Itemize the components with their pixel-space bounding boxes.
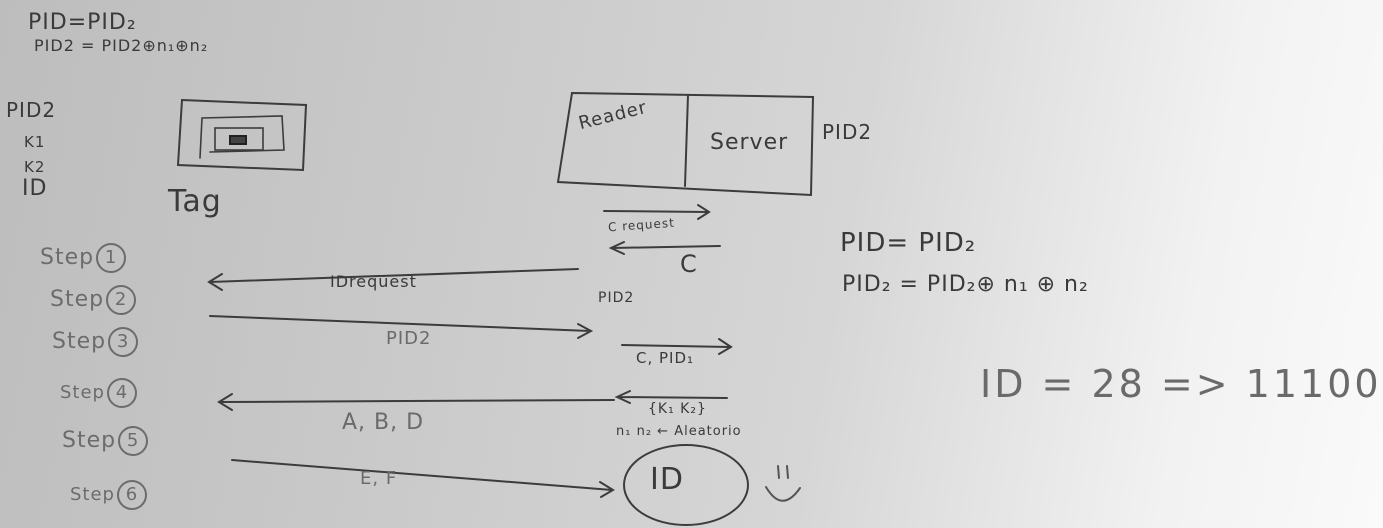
step-1-number: 1 <box>96 243 127 273</box>
tag-memory-item-k2: K2 <box>24 158 46 176</box>
arrow-id-request <box>207 268 579 291</box>
smiley-mouth <box>765 486 801 502</box>
abd-message-label: A, B, D <box>342 410 425 435</box>
server-label: Server <box>710 130 789 155</box>
tag-memory-item-pid2: PID2 <box>6 98 57 122</box>
random-label: n₁ n₂ ← Aleatorio <box>616 424 742 439</box>
c-pid1-label: C, PID₁ <box>636 349 695 367</box>
keys-label: {K₁ K₂} <box>648 401 707 417</box>
step-2-number: 2 <box>106 285 137 315</box>
tag-card-chip-frame <box>214 127 264 151</box>
step-3-label: Step <box>52 329 107 354</box>
tag-label: Tag <box>168 184 222 219</box>
step-5-number: 5 <box>118 426 149 456</box>
id-ellipse <box>623 444 749 526</box>
tag-memory-item-k1: K1 <box>24 133 46 151</box>
arrow-keys <box>614 390 728 404</box>
tag-card-chip <box>229 135 247 145</box>
arrow-c-request <box>603 204 711 220</box>
arrow-pid2 <box>209 315 594 339</box>
server-store-label: PID2 <box>822 120 873 144</box>
arrow-c-reply <box>608 241 721 255</box>
arrow-abd <box>217 393 615 411</box>
step-2-label: Step <box>50 287 105 312</box>
reader-server-divider <box>684 94 689 187</box>
arrow-c-pid1 <box>621 338 733 355</box>
arrow-ef <box>231 459 615 498</box>
step-1-label: Step <box>40 245 95 270</box>
id-request-label: IDrequest <box>330 272 417 291</box>
pid2-message-label: PID2 <box>386 328 432 349</box>
step-6-label: Step <box>70 484 115 505</box>
step-6-number: 6 <box>116 480 147 510</box>
step-5-label: Step <box>62 428 117 453</box>
step-3-number: 3 <box>108 327 139 357</box>
id-result-label: ID <box>650 462 684 497</box>
smiley-eyes <box>777 465 789 479</box>
header-equation-1: PID=PID₂ <box>28 10 137 35</box>
right-equation-3: ID = 28 => 11100 <box>980 362 1382 406</box>
step-4-label: Step <box>60 382 105 403</box>
reader-server-box <box>556 91 815 197</box>
right-equation-1: PID= PID₂ <box>840 228 977 258</box>
ef-message-label: E, F <box>360 468 398 489</box>
tag-card-outer <box>176 98 308 172</box>
c-reply-label: C <box>680 250 698 278</box>
header-equation-2: PID2 = PID2⊕n₁⊕n₂ <box>34 36 209 55</box>
right-equation-2: PID₂ = PID₂⊕ n₁ ⊕ n₂ <box>842 272 1089 297</box>
step-4-number: 4 <box>106 378 137 408</box>
tag-memory-item-id: ID <box>22 176 48 201</box>
pid2-note: PID2 <box>598 290 635 306</box>
